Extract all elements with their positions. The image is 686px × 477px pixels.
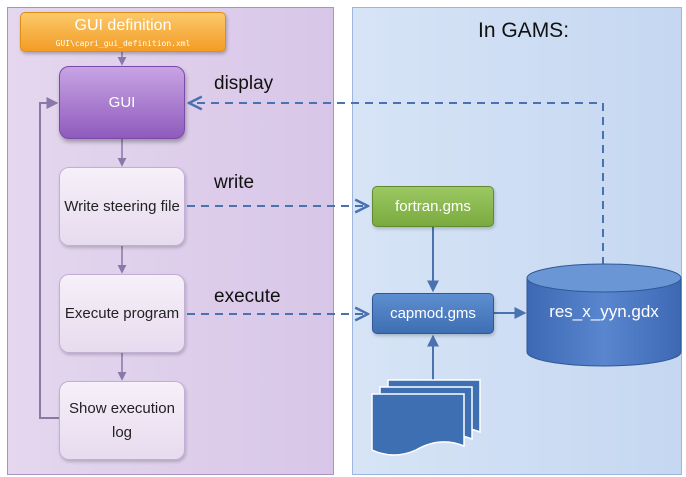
gui-definition-box: GUI definition GUI\capri_gui_definition.… <box>20 12 226 52</box>
gams-panel-title: In GAMS: <box>478 19 570 42</box>
execute-program-node: Execute program <box>59 274 185 353</box>
gui-definition-title: GUI definition <box>74 17 172 34</box>
fortran-gms-label: fortran.gms <box>395 197 471 215</box>
execute-label: execute <box>214 286 281 307</box>
fortran-gms-node: fortran.gms <box>372 186 494 227</box>
show-execution-log-label: Show execution log <box>69 399 175 441</box>
input-documents-icon <box>371 379 481 456</box>
capmod-gms-label: capmod.gms <box>390 304 476 322</box>
gui-node: GUI <box>59 66 185 139</box>
execute-program-label: Execute program <box>64 304 180 322</box>
show-execution-log-node: Show execution log <box>59 381 185 460</box>
display-label: display <box>214 73 274 94</box>
capmod-gms-node: capmod.gms <box>372 293 494 334</box>
write-steering-file-node: Write steering file <box>59 167 185 246</box>
write-steering-file-label: Write steering file <box>64 197 180 215</box>
gdx-file-label: res_x_yyn.gdx <box>549 302 659 321</box>
write-label: write <box>214 172 255 193</box>
gdx-cylinder <box>526 263 682 367</box>
loop-back-arrow <box>39 97 59 419</box>
display-arrow <box>189 103 604 265</box>
gui-node-label: GUI <box>108 93 136 111</box>
gui-definition-file: GUI\capri_gui_definition.xml <box>55 39 191 48</box>
